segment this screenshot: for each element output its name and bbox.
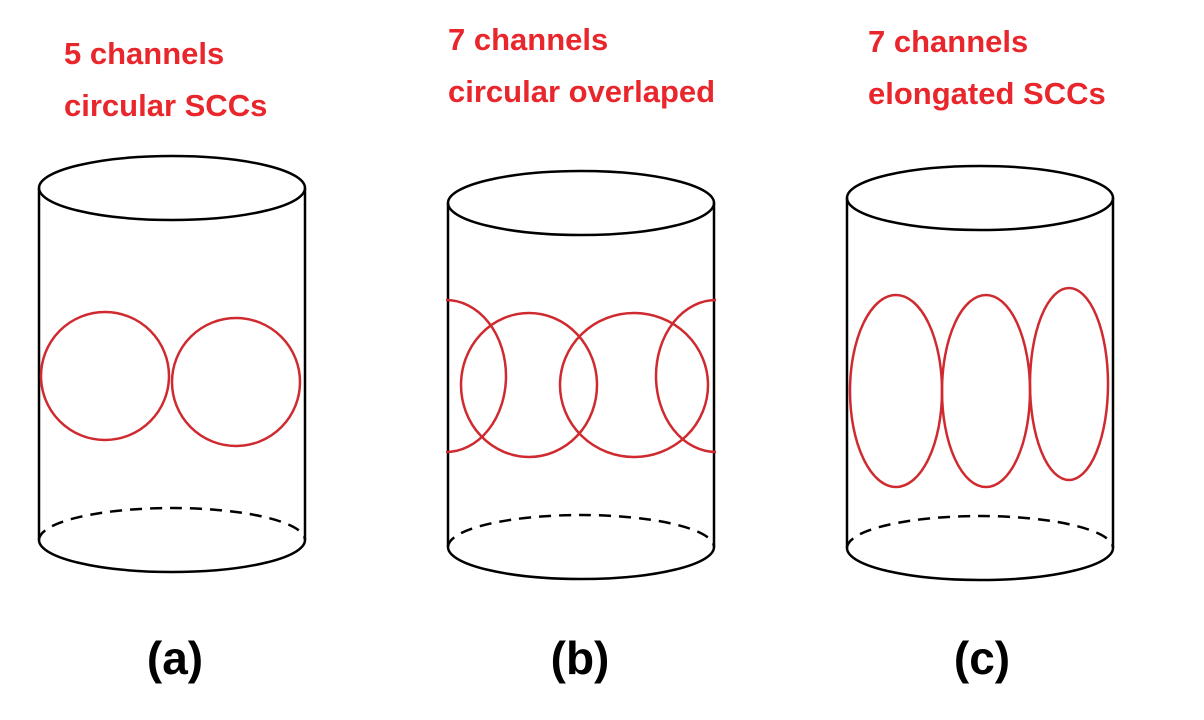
channel-b-left-partial [445,298,508,454]
panel-a-title-line2: circular SCCs [64,88,268,123]
channel-b-2 [558,311,710,459]
channel-b-right-partial [654,298,717,454]
cylinder-b-bottom-front-arc [446,546,716,581]
panel-b-title: 7 channels circular overlaped [448,14,715,118]
channel-c-2 [940,293,1032,489]
panel-c-title: 7 channels elongated SCCs [868,16,1106,120]
cylinder-c-top-ellipse [845,164,1115,232]
channel-c-1 [848,293,944,489]
cylinder-b-bottom-back-arc [446,513,716,548]
channel-a-1 [39,310,171,442]
panel-b-label: (b) [550,632,610,684]
panel-c-title-line2: elongated SCCs [868,76,1106,111]
panel-a-label: (a) [146,632,204,684]
channels-c [848,286,1110,489]
panel-c-label: (c) [953,632,1011,684]
channel-a-2 [170,316,302,448]
panel-b-title-line1: 7 channels [448,22,609,57]
channels-a [39,310,302,448]
cylinder-a-bottom-front-arc [37,539,307,574]
cylinder-c-bottom-back-arc [845,514,1115,549]
panel-b-title-line2: circular overlaped [448,74,716,109]
cylinder-b-top-ellipse [446,169,716,237]
cylinder-b [446,169,716,581]
channels-b [445,298,717,459]
panel-a-title-line1: 5 channels [64,36,225,71]
cylinder-c-bottom-front-arc [845,547,1115,582]
panel-a-title: 5 channels circular SCCs [64,28,267,132]
channel-b-1 [459,311,599,459]
panel-c-title-line1: 7 channels [868,24,1029,59]
cylinder-c [845,164,1115,582]
cylinder-a [37,154,307,574]
cylinder-a-bottom-back-arc [37,506,307,541]
cylinder-a-top-ellipse [37,154,307,222]
channel-c-3 [1028,286,1110,482]
